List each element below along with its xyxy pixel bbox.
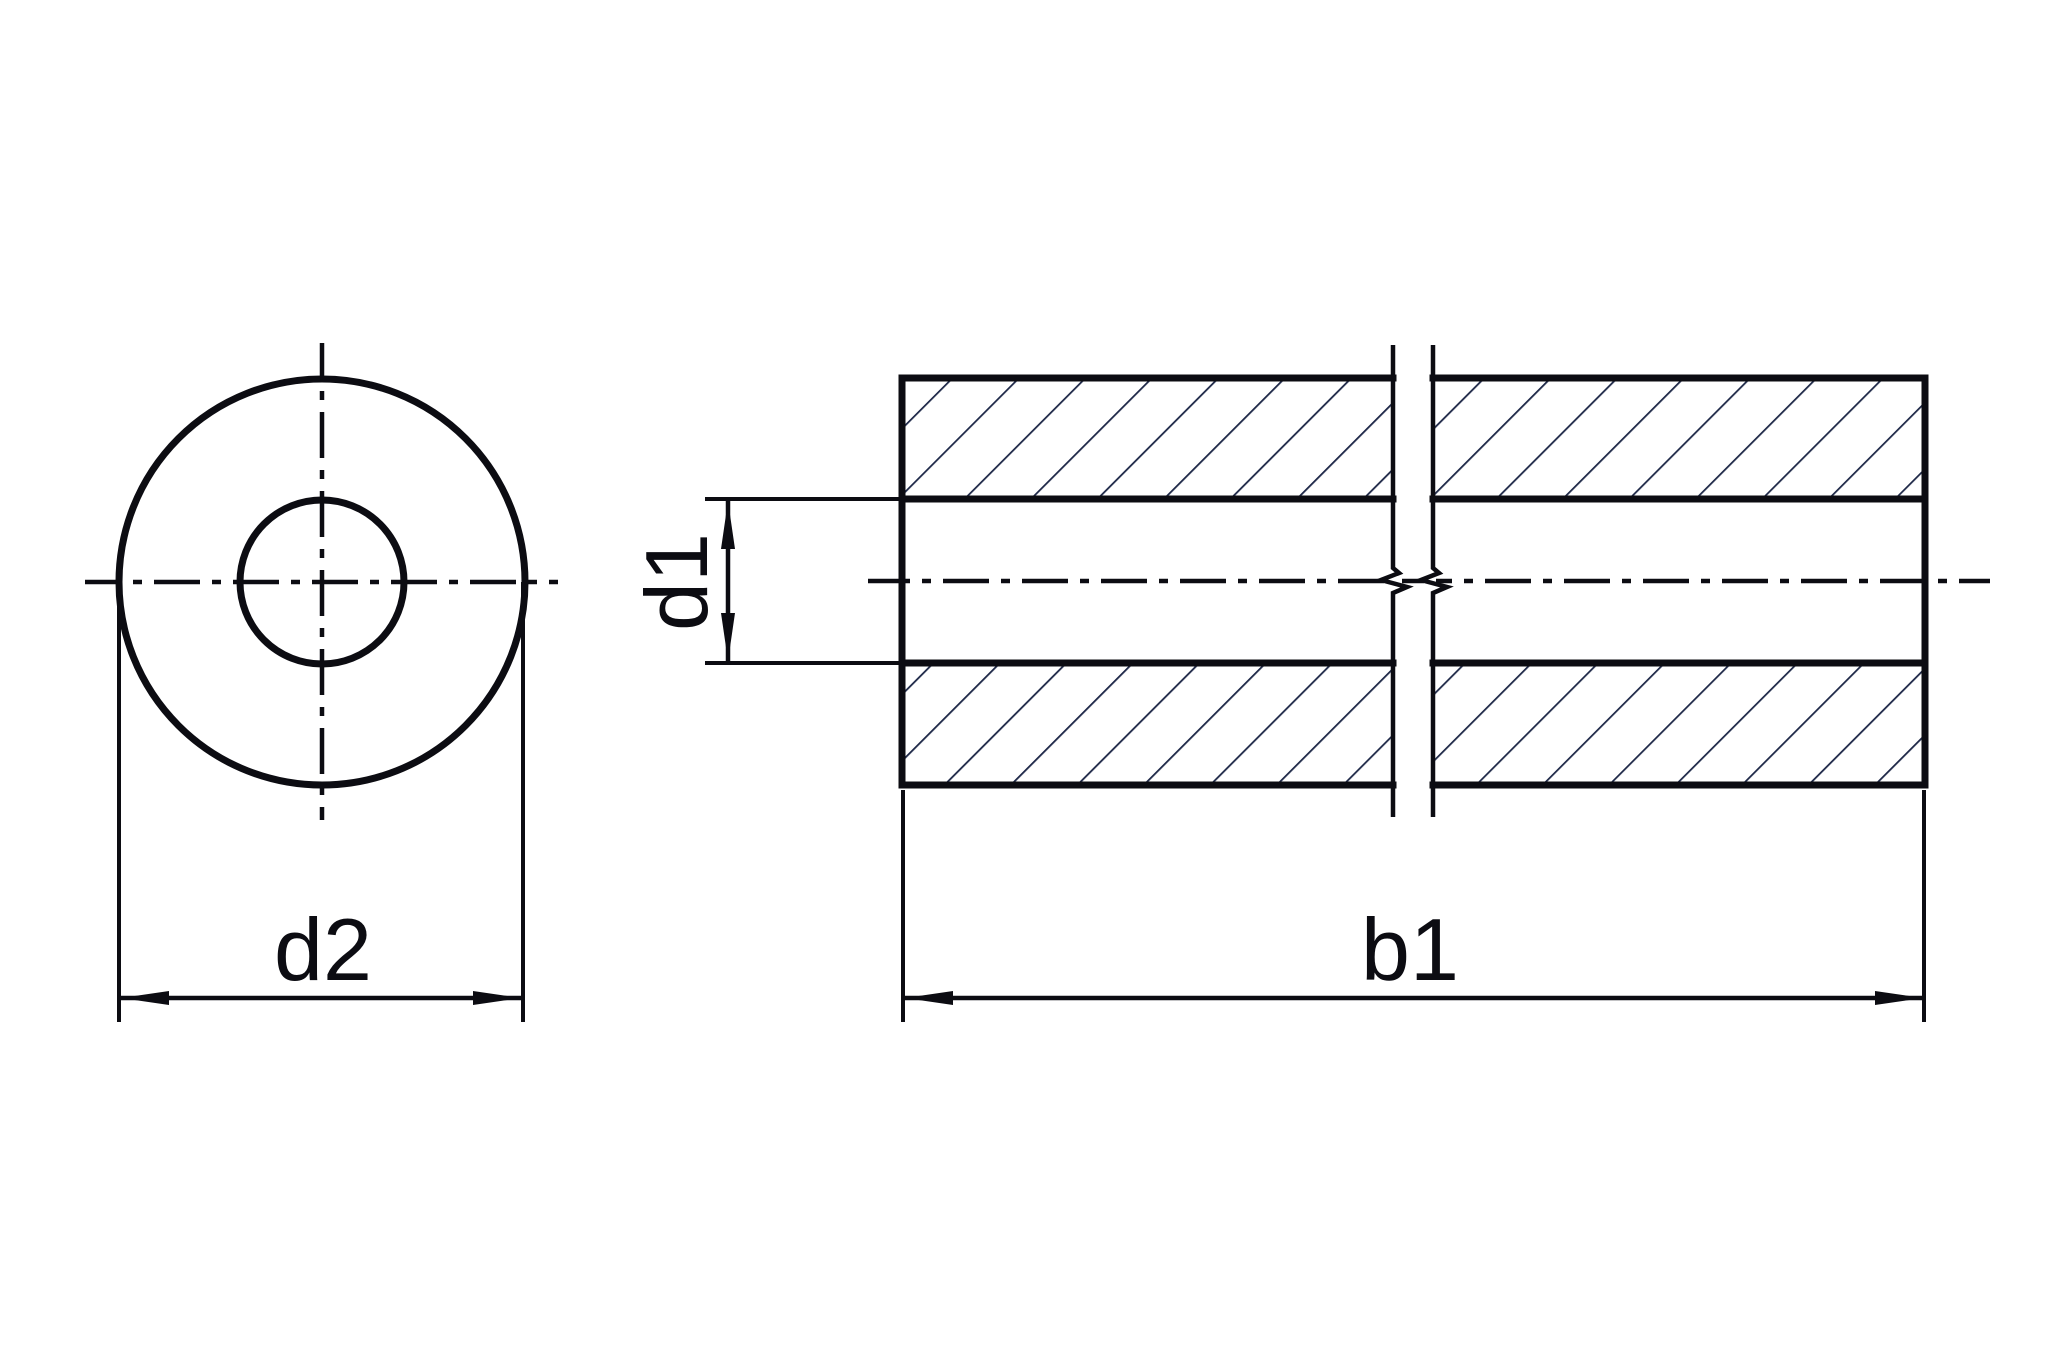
d1-arrowhead-bottom	[721, 613, 735, 661]
b1-arrowhead-right	[1875, 991, 1923, 1005]
drawing-root: d2	[85, 343, 1990, 1022]
break-lines	[1373, 345, 1454, 817]
d2-label: d2	[274, 900, 372, 999]
d1-label: d1	[627, 533, 726, 631]
break-line-left	[1373, 345, 1414, 817]
dimension-d2: d2	[117, 582, 525, 1022]
dimension-b1: b1	[901, 790, 1926, 1022]
d2-arrowhead-right	[473, 991, 521, 1005]
side-view-outline	[898, 374, 1929, 789]
hatch-area-top-right	[1435, 381, 1922, 496]
d1-arrowhead-top	[721, 501, 735, 549]
b1-arrowhead-left	[905, 991, 953, 1005]
section-hatching	[905, 381, 1922, 782]
hatch-area-bottom-left	[905, 666, 1391, 782]
hatch-area-top-left	[905, 381, 1391, 496]
front-view	[85, 343, 558, 820]
break-line-right	[1413, 345, 1454, 817]
d2-arrowhead-left	[121, 991, 169, 1005]
dimension-d1: d1	[627, 497, 899, 665]
hatch-area-bottom-right	[1435, 666, 1922, 782]
b1-label: b1	[1361, 900, 1459, 999]
side-section-view	[868, 345, 1990, 817]
bore-circle	[236, 496, 408, 668]
